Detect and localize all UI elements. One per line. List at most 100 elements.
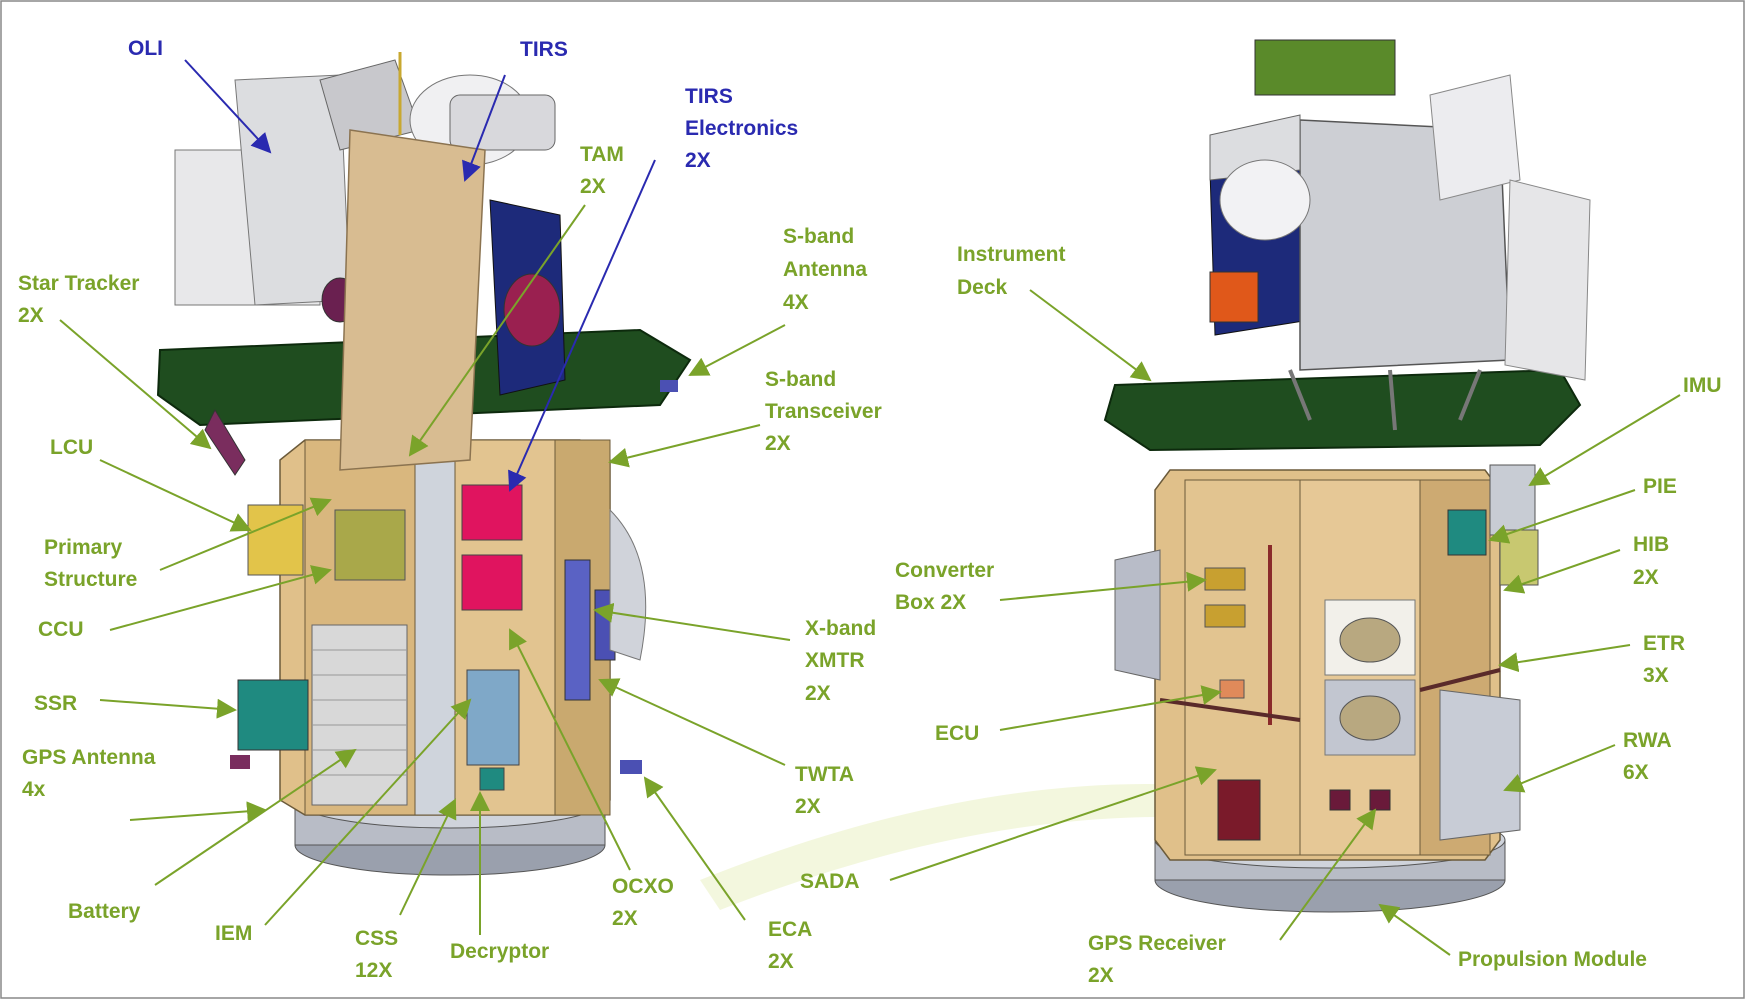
label-propulsion-module: Propulsion Module [1458,948,1647,971]
labels: OLI TIRS TIRS Electronics 2X TAM 2X Star… [18,37,1722,987]
label-ccu: CCU [38,618,84,641]
gps-antenna-leader [129,801,267,822]
rwa-left-cluster [1114,549,1161,681]
sband-antenna-left [660,380,678,392]
converter-box-2 [1204,604,1246,628]
label-star-tracker-2: 2X [18,304,44,327]
label-hib-1: HIB [1633,533,1669,556]
background-swoosh [700,784,1250,910]
imu-unit [1489,464,1536,536]
label-instrument-deck-2: Deck [957,276,1008,299]
label-imu: IMU [1683,374,1722,397]
sada-leader [889,766,1217,881]
label-lcu: LCU [50,436,93,459]
label-ocxo-1: OCXO [612,875,674,898]
label-gps-receiver-2: 2X [1088,964,1114,987]
label-css-2: 12X [355,959,392,982]
label-converter-box-1: Converter [895,559,994,582]
label-tirs: TIRS [520,38,568,61]
rwa-wheel-2 [1339,695,1401,741]
oli-leader [184,59,272,154]
gps-antenna-left [230,755,250,769]
thruster-cluster [204,408,246,476]
tirs-orange-panel [1209,271,1259,323]
css-leader [399,798,457,916]
iem-leader [264,698,472,926]
etr-leader [1498,644,1631,673]
eca-leader [643,776,746,921]
propulsion-module-leader [1378,903,1451,956]
label-iem: IEM [215,922,252,945]
left-spacecraft-view [156,52,692,876]
label-primary-structure-1: Primary [44,536,123,559]
xband-xmtr [564,559,591,701]
right-spacecraft-view [1103,39,1591,913]
twta-leader [598,678,786,766]
label-rwa-2: 6X [1623,761,1649,784]
label-twta-2: 2X [795,795,821,818]
gps-receiver-1 [1329,789,1351,811]
rwa-right-cluster [1439,689,1521,841]
battery-leader [154,748,357,886]
sband-transceiver-leader [608,424,761,468]
primary-structure-leader [159,497,332,571]
star-tracker-leader [59,319,212,450]
hib-box [1499,529,1539,586]
tirs-leader [462,74,506,182]
ssr-box [237,679,309,751]
sband-antenna-leader [688,324,786,376]
label-css-1: CSS [355,927,398,950]
label-rwa-1: RWA [1623,729,1672,752]
label-ssr: SSR [34,692,77,715]
label-sband-transceiver-1: S-band [765,368,836,391]
right-instrument-deck [1103,368,1582,452]
lcu-box [247,504,304,576]
solar-array-panel [339,129,486,471]
iem-box [466,669,520,766]
label-sband-antenna-3: 4X [783,291,809,314]
label-sband-antenna-2: Antenna [783,258,867,281]
label-sband-transceiver-3: 2X [765,432,791,455]
ecu-box [1219,679,1245,699]
label-hib-2: 2X [1633,566,1659,589]
converter-box-leader [999,571,1207,601]
label-twta-1: TWTA [795,763,854,786]
hib-leader [1503,549,1621,594]
ccu-leader [109,565,332,631]
label-xband-2: XMTR [805,649,865,672]
decryptor-box [479,767,505,791]
label-tirs-electronics-2: Electronics [685,117,798,140]
sada-unit [1217,779,1261,841]
label-star-tracker-1: Star Tracker [18,272,139,295]
label-gps-antenna-1: GPS Antenna [22,746,156,769]
label-converter-box-2: Box 2X [895,591,966,614]
label-sada: SADA [800,870,860,893]
label-primary-structure-2: Structure [44,568,137,591]
tirs-electronics-box-1 [461,484,523,541]
converter-box-1 [1204,567,1246,591]
label-xband-1: X-band [805,617,876,640]
ocxo-leader [509,628,631,871]
rwa-leader [1503,744,1616,793]
label-etr-2: 3X [1643,664,1669,687]
label-oli: OLI [128,37,163,60]
label-eca-2: 2X [768,950,794,973]
imu-leader [1528,394,1681,487]
label-ocxo-2: 2X [612,907,638,930]
ecu-leader [999,685,1222,731]
battery-pack [311,624,408,806]
label-eca-1: ECA [768,918,812,941]
eca-unit [620,760,642,774]
xband-leader [593,602,791,641]
ssr-leader [99,698,237,719]
pie-box [1447,509,1487,556]
label-sband-antenna-1: S-band [783,225,854,248]
label-gps-antenna-2: 4x [22,778,46,801]
label-etr-1: ETR [1643,632,1685,655]
label-tirs-electronics-1: TIRS [685,85,733,108]
leader-lines [59,59,1681,956]
label-battery: Battery [68,900,141,923]
